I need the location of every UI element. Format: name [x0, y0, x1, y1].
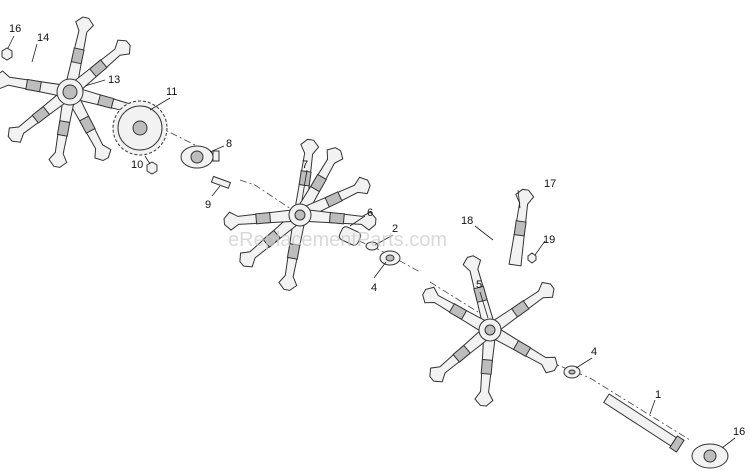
tine-rotor-right	[419, 253, 561, 407]
callout-4-lower: 4	[591, 346, 597, 358]
shaft	[603, 393, 685, 453]
callout-8: 8	[226, 138, 232, 150]
spacer-small	[365, 241, 379, 251]
tine-rotor-center	[223, 137, 377, 292]
callout-10: 10	[131, 159, 143, 171]
callout-5: 5	[476, 279, 482, 291]
callout-2: 2	[392, 223, 398, 235]
callout-14: 16	[9, 23, 21, 35]
nut	[146, 161, 158, 175]
callout-4-upper: 4	[371, 282, 377, 294]
callout-6: 6	[367, 207, 373, 219]
callout-16: 16	[733, 426, 745, 438]
washer-upper	[379, 250, 401, 266]
spacer	[338, 226, 362, 246]
end-flange	[691, 443, 729, 469]
washer-lower	[563, 365, 581, 379]
sprocket	[112, 100, 168, 156]
callout-9: 9	[205, 199, 211, 211]
center-axis-line	[74, 89, 691, 441]
callout-1: 1	[655, 389, 661, 401]
callout-7: 7	[302, 159, 308, 171]
callout-18: 18	[461, 215, 473, 227]
watermark-text: eReplacementParts.com	[228, 229, 447, 251]
callout-19: 19	[543, 234, 555, 246]
callout-17: 17	[544, 178, 556, 190]
nut-top	[1, 47, 13, 61]
leader-lines	[7, 35, 736, 449]
callout-12: 13	[108, 74, 120, 86]
callout-13: 14	[37, 32, 49, 44]
nut-small	[527, 252, 537, 264]
tine-rotor-left	[0, 15, 147, 169]
callout-11-label: 11	[166, 86, 177, 98]
bolt	[210, 175, 232, 189]
flange-bearing	[180, 145, 220, 169]
